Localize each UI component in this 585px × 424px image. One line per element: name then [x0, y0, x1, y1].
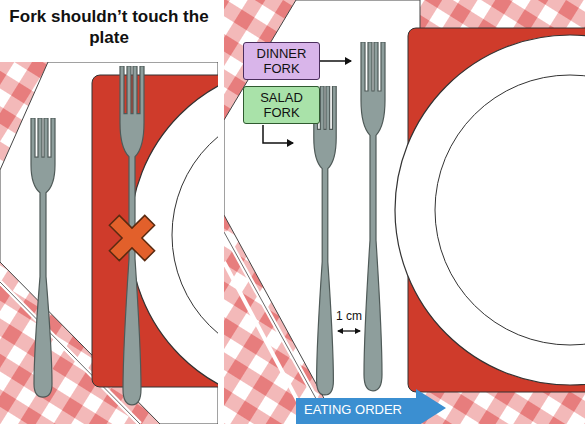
leader-line — [318, 60, 351, 62]
label-box: SALAD FORK — [243, 86, 320, 124]
cross-mark — [97, 203, 168, 274]
right-panel — [224, 0, 585, 424]
salad-fork — [314, 86, 336, 395]
direction-arrow: EATING ORDER — [296, 395, 446, 424]
arrow-outline — [296, 389, 446, 424]
left-panel — [0, 0, 218, 424]
dimension-arrow — [338, 330, 360, 331]
salad-fork — [31, 118, 55, 397]
panel-title: Fork shouldn’t touch the plate — [8, 6, 210, 48]
dinner-fork — [361, 42, 385, 391]
leader-line — [263, 125, 293, 143]
box-label: SALAD FORK — [248, 90, 315, 120]
arrow-text: EATING ORDER — [296, 395, 410, 417]
label-box: DINNER FORK — [243, 42, 320, 80]
dimension-label: 1 cm — [335, 309, 363, 323]
box-label: DINNER FORK — [248, 46, 315, 76]
